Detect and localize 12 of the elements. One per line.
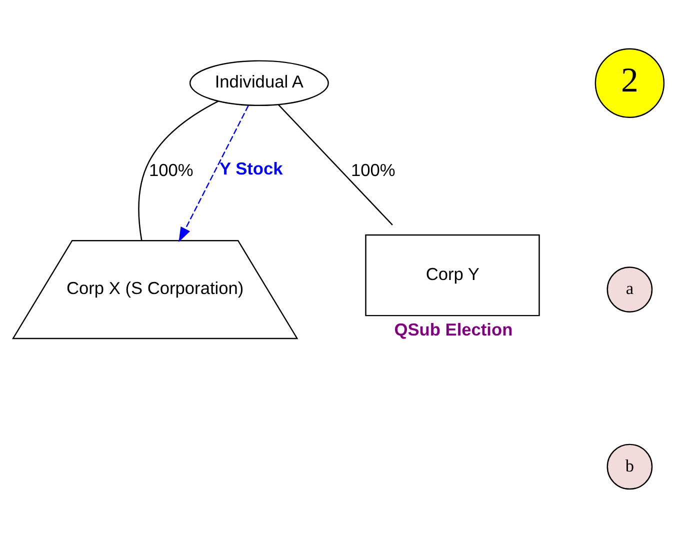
edge-label: 100% [351, 160, 396, 180]
node-label: QSub Election [394, 320, 513, 340]
edge-label: Y Stock [220, 158, 283, 179]
connector [138, 100, 219, 240]
node-circle: 2 [594, 48, 665, 118]
node-circle: b [606, 444, 653, 490]
connector [278, 104, 393, 226]
node-ellipse: Individual A [189, 60, 329, 106]
node-box: Corp Y [365, 234, 540, 316]
node-circle: a [606, 266, 653, 312]
edge-label: 100% [149, 160, 194, 180]
arrow [178, 105, 249, 242]
